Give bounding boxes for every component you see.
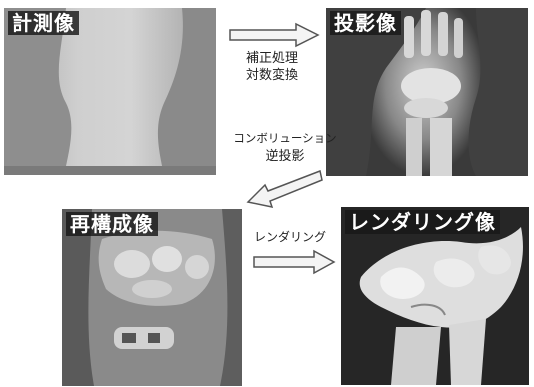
rendering-image-panel: レンダリング像 [341, 207, 529, 385]
measured-image-panel: 計測像 [4, 8, 216, 175]
projection-image-title: 投影像 [330, 11, 401, 35]
step2-label-line1: コンボリューション [232, 130, 338, 147]
step2-label-line2: 逆投影 [232, 148, 338, 165]
step3-label: レンダリング [252, 229, 328, 246]
reconstruction-image-title: 再構成像 [66, 212, 158, 236]
right-arrow-icon-2 [252, 249, 336, 275]
rendering-image-title: レンダリング像 [345, 210, 500, 234]
reconstruction-image-panel: 再構成像 [62, 209, 242, 386]
right-arrow-icon [228, 22, 320, 48]
step1-label-line2: 対数変換 [236, 67, 308, 84]
measured-image-title: 計測像 [8, 11, 79, 35]
diagonal-arrow-icon [244, 166, 324, 212]
step1-label-line1: 補正処理 [236, 50, 308, 67]
projection-image-panel: 投影像 [326, 8, 528, 176]
